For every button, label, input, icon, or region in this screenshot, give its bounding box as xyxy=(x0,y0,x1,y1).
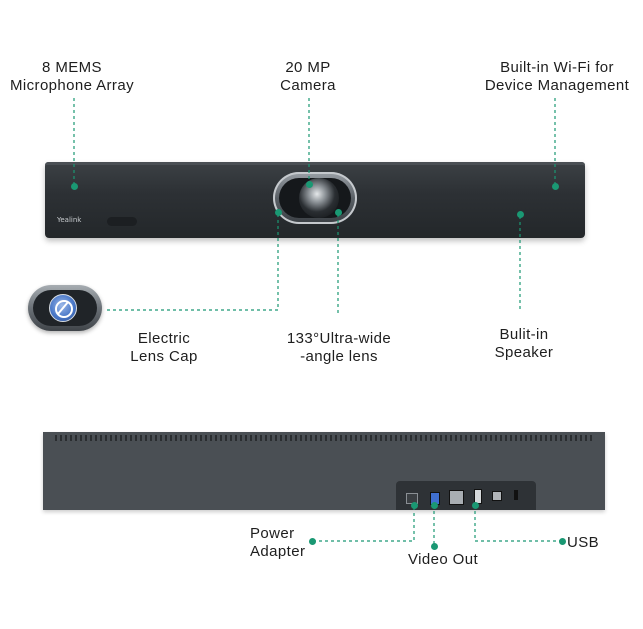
dot-wide-lens xyxy=(335,209,342,216)
dot-usb-port xyxy=(472,502,479,509)
label-power-line1: Power xyxy=(250,525,295,542)
label-usb: USB xyxy=(567,534,607,552)
dot-usb-label xyxy=(559,538,566,545)
dot-video-out-port xyxy=(431,502,438,509)
label-wifi-line2: Device Management xyxy=(484,77,630,94)
leader-power xyxy=(313,505,415,542)
label-wide-lens-line2: -angle lens xyxy=(300,348,378,365)
label-power-line2: Adapter xyxy=(250,543,306,560)
camera-module xyxy=(273,172,357,224)
label-video-out: Video Out xyxy=(400,551,486,569)
brand-badge xyxy=(107,217,137,226)
label-power: Power Adapter xyxy=(250,525,320,561)
label-camera-line2: Camera xyxy=(280,77,336,94)
label-speaker-line1: Bulit-in xyxy=(499,326,549,343)
label-wide-lens-line1: 133°Ultra-wide xyxy=(286,330,392,347)
dot-speaker xyxy=(517,211,524,218)
camera-lens-icon xyxy=(299,178,339,218)
dot-wifi xyxy=(552,183,559,190)
label-wifi: Built-in Wi-Fi for Device Management xyxy=(478,59,636,95)
label-lens-cap-line2: Lens Cap xyxy=(130,348,198,365)
dot-lens-cap xyxy=(275,209,282,216)
label-mic-array-line1: 8 MEMS xyxy=(42,59,102,76)
lens-cap-icon xyxy=(49,294,77,322)
aux-port-icon xyxy=(492,491,502,501)
label-speaker: Bulit-in Speaker xyxy=(484,326,564,362)
label-camera-line1: 20 MP xyxy=(285,59,331,76)
brand-logo: Yealink xyxy=(57,216,82,224)
label-video-out-text: Video Out xyxy=(407,551,479,568)
label-lens-cap-line1: Electric xyxy=(137,330,191,347)
dot-power-left xyxy=(309,538,316,545)
leader-usb xyxy=(474,505,562,542)
label-mic-array: 8 MEMS Microphone Array xyxy=(6,59,138,95)
device-rear-view xyxy=(43,432,605,510)
dot-video-out-label xyxy=(431,543,438,550)
label-usb-text: USB xyxy=(567,534,600,551)
rear-vents xyxy=(55,435,593,441)
label-wide-lens: 133°Ultra-wide -angle lens xyxy=(276,330,402,366)
reset-port-icon xyxy=(514,490,518,500)
device-front-view: Yealink xyxy=(45,162,585,238)
dot-camera xyxy=(306,181,313,188)
label-mic-array-line2: Microphone Array xyxy=(10,77,134,94)
dot-mic-array xyxy=(71,183,78,190)
label-speaker-line2: Speaker xyxy=(494,344,554,361)
label-camera: 20 MP Camera xyxy=(268,59,348,95)
dot-power-port xyxy=(411,502,418,509)
ethernet-port-icon xyxy=(449,490,464,505)
lens-cap-thumbnail xyxy=(28,285,102,331)
label-lens-cap: Electric Lens Cap xyxy=(122,330,206,366)
label-wifi-line1: Built-in Wi-Fi for xyxy=(500,59,614,76)
